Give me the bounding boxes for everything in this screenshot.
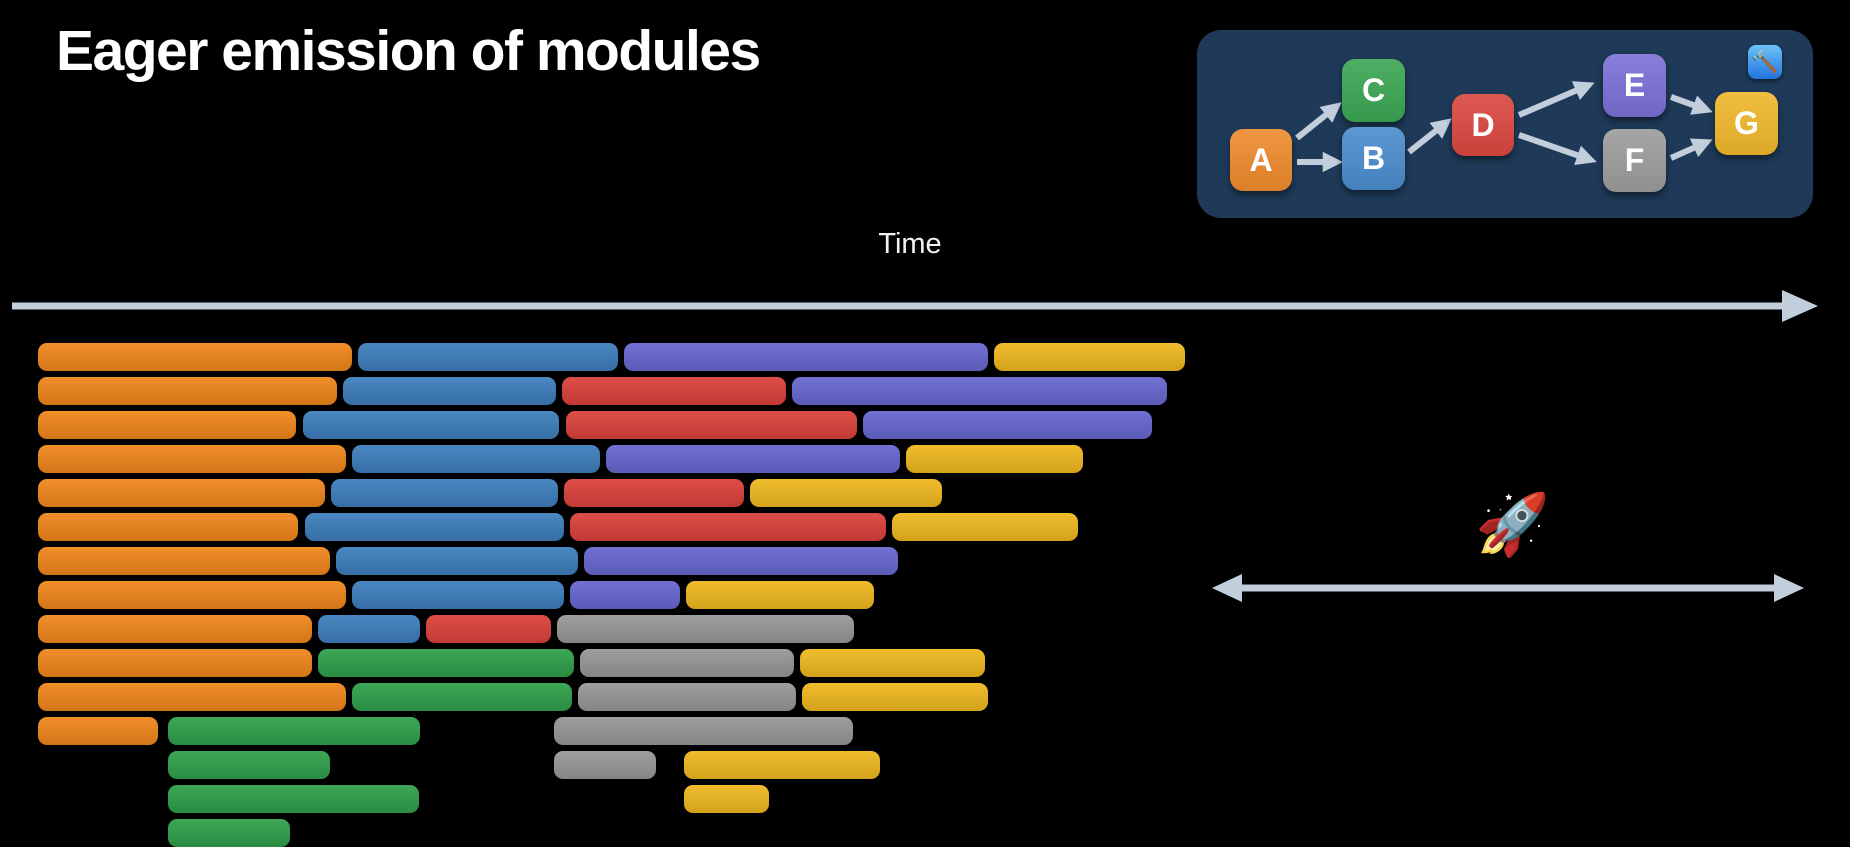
savings-range-arrow	[1212, 574, 1804, 602]
task-bar-module-G	[994, 343, 1185, 371]
graph-edge-E-G	[1669, 94, 1713, 115]
savings-right-arrowhead-icon	[1774, 574, 1804, 602]
task-bar-module-D	[426, 615, 551, 643]
time-axis-label: Time	[878, 228, 942, 260]
task-bar-module-B	[303, 411, 559, 439]
dependency-graph-edges	[1295, 81, 1713, 173]
task-bar-module-C	[352, 683, 572, 711]
task-bar-module-E	[792, 377, 1167, 405]
task-bar-module-A	[38, 581, 346, 609]
task-bar-module-A	[38, 547, 330, 575]
graph-edge-F-G	[1669, 138, 1713, 161]
time-axis-arrow	[12, 290, 1818, 322]
graph-node-A: A	[1230, 129, 1292, 191]
task-bar-module-B	[331, 479, 558, 507]
task-bar-module-B	[318, 615, 420, 643]
task-bar-module-F	[554, 717, 853, 745]
task-bar-module-C	[168, 785, 419, 813]
rocket-icon: 🚀	[1475, 490, 1550, 560]
task-bar-module-A	[38, 513, 298, 541]
task-bar-module-A	[38, 683, 346, 711]
task-bar-module-D	[570, 513, 886, 541]
task-bar-module-A	[38, 649, 312, 677]
task-bar-module-G	[686, 581, 874, 609]
task-bar-module-G	[906, 445, 1083, 473]
task-bar-module-E	[570, 581, 680, 609]
task-bar-module-E	[584, 547, 898, 575]
task-bar-module-C	[168, 717, 420, 745]
task-bar-module-G	[802, 683, 988, 711]
task-bar-module-F	[557, 615, 854, 643]
graph-node-G: G	[1715, 92, 1778, 155]
task-bar-module-G	[750, 479, 942, 507]
graph-node-C: C	[1342, 59, 1405, 122]
task-bar-module-B	[358, 343, 618, 371]
graph-node-B: B	[1342, 127, 1405, 190]
graph-edge-B-D	[1407, 118, 1452, 155]
task-bar-module-G	[684, 751, 880, 779]
gantt-chart	[38, 343, 1185, 847]
task-bar-module-A	[38, 445, 346, 473]
task-bar-module-B	[336, 547, 578, 575]
task-bar-module-A	[38, 479, 325, 507]
task-bar-module-B	[343, 377, 556, 405]
task-bar-module-C	[168, 751, 330, 779]
task-bar-module-E	[863, 411, 1152, 439]
task-bar-module-G	[892, 513, 1078, 541]
task-bar-module-D	[562, 377, 786, 405]
graph-node-D: D	[1452, 94, 1514, 156]
graph-edge-A-C	[1295, 102, 1342, 141]
task-bar-module-D	[566, 411, 857, 439]
task-bar-module-C	[168, 819, 290, 847]
task-bar-module-D	[564, 479, 744, 507]
graph-node-F: F	[1603, 129, 1666, 192]
task-bar-module-C	[318, 649, 574, 677]
task-bar-module-F	[578, 683, 796, 711]
task-bar-module-B	[305, 513, 564, 541]
task-bar-module-A	[38, 615, 312, 643]
task-bar-module-F	[554, 751, 656, 779]
page-title: Eager emission of modules	[56, 19, 761, 83]
graph-edge-D-F	[1518, 132, 1597, 165]
task-bar-module-A	[38, 717, 158, 745]
task-bar-module-A	[38, 343, 352, 371]
xcode-icon: 🔨	[1748, 45, 1782, 79]
hammer-icon: 🔨	[1751, 49, 1779, 74]
task-bar-module-B	[352, 581, 564, 609]
graph-node-E: E	[1603, 54, 1666, 117]
time-axis-arrowhead-icon	[1782, 290, 1818, 322]
task-bar-module-E	[624, 343, 988, 371]
savings-left-arrowhead-icon	[1212, 574, 1242, 602]
task-bar-module-B	[352, 445, 600, 473]
task-bar-module-E	[606, 445, 900, 473]
task-bar-module-F	[580, 649, 794, 677]
task-bar-module-G	[800, 649, 985, 677]
task-bar-module-A	[38, 411, 296, 439]
graph-edge-D-E	[1517, 81, 1595, 118]
task-bar-module-A	[38, 377, 337, 405]
task-bar-module-G	[684, 785, 769, 813]
